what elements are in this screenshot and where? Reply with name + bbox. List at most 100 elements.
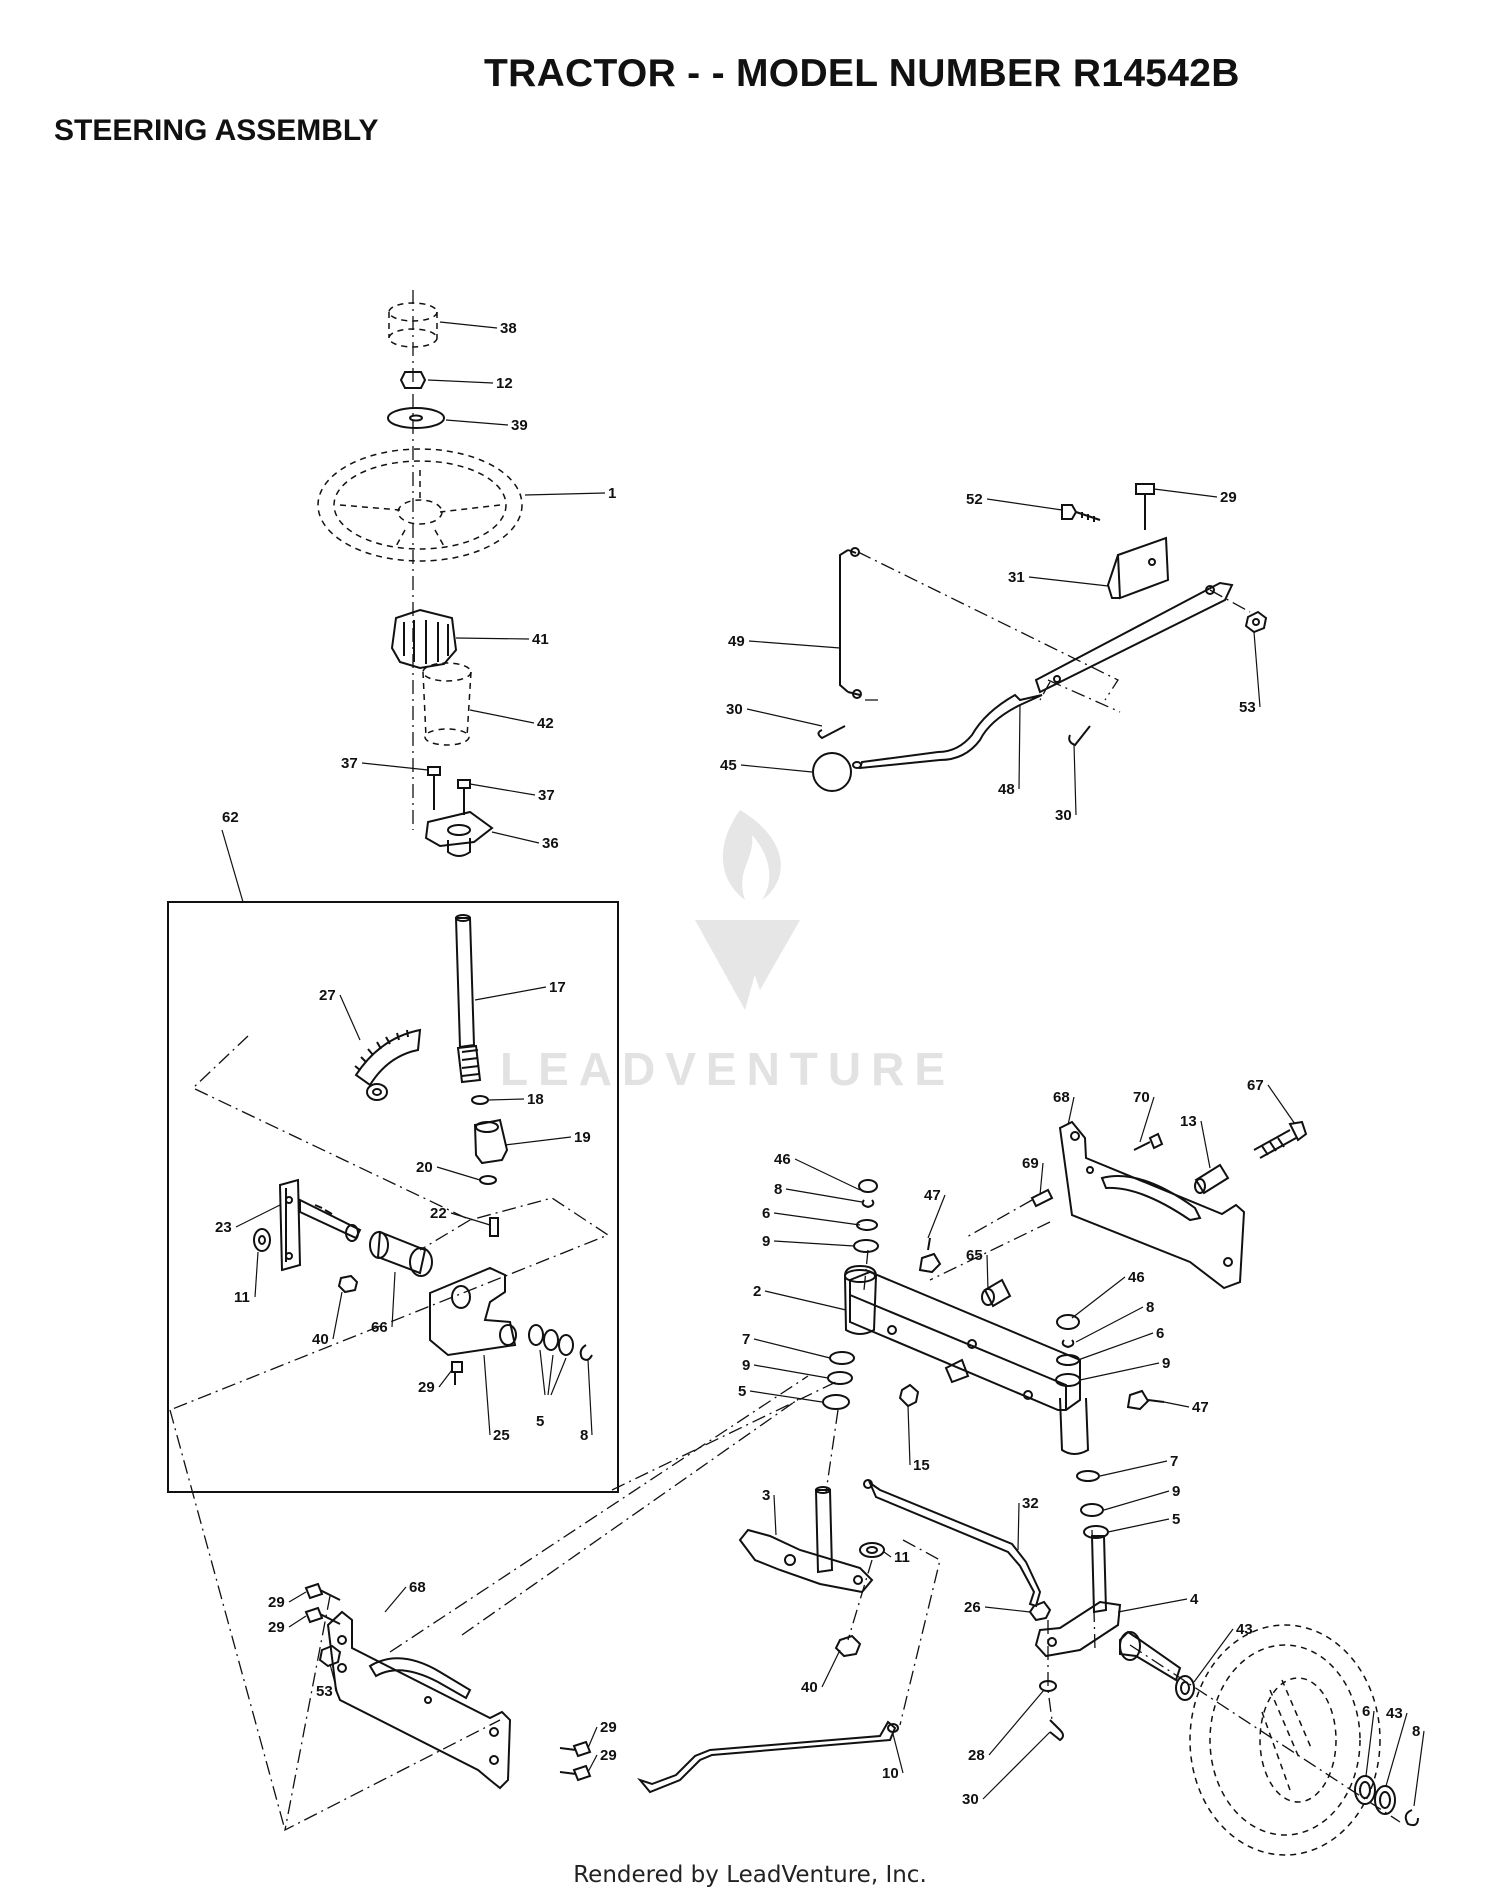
- part-callout-c6b: 6: [1156, 1325, 1164, 1342]
- part-callout-c62: 62: [222, 809, 239, 826]
- part-callout-c5c: 5: [1172, 1511, 1180, 1528]
- leader-line-c31: [1028, 576, 1109, 587]
- part-callout-c45: 45: [720, 757, 737, 774]
- part-callout-c6a: 6: [762, 1205, 770, 1222]
- part-callout-c5a: 5: [536, 1413, 544, 1430]
- leader-line-c20: [436, 1166, 481, 1181]
- leader-line-c29a: [438, 1369, 453, 1388]
- part-callout-c68a: 68: [1053, 1089, 1070, 1106]
- leader-line-c47b: [1163, 1401, 1190, 1408]
- leader-line-c53a: [1253, 631, 1261, 708]
- callout-layer: 3812391414237373662172718192022231140662…: [215, 320, 1425, 1808]
- part-callout-c17: 17: [549, 979, 566, 996]
- leader-line-c41: [455, 637, 530, 640]
- leader-line-c66: [391, 1271, 396, 1328]
- part-callout-c3: 3: [762, 1487, 770, 1504]
- leader-line-c18: [487, 1098, 525, 1101]
- leader-line-c3: [773, 1494, 777, 1536]
- part-callout-c37b: 37: [538, 787, 555, 804]
- part-callout-c68b: 68: [409, 1579, 426, 1596]
- part-callout-c39: 39: [511, 417, 528, 434]
- part-callout-c32: 32: [1022, 1495, 1039, 1512]
- part-callout-c48: 48: [998, 781, 1015, 798]
- leader-line-c22: [450, 1212, 491, 1226]
- leader-line-c4: [1117, 1598, 1188, 1613]
- leader-line-c7b: [1099, 1460, 1168, 1477]
- leader-line-c37a: [361, 762, 429, 771]
- leader-line-c2: [764, 1290, 847, 1311]
- leader-line-c38: [439, 321, 498, 329]
- part-callout-c67: 67: [1247, 1077, 1264, 1094]
- leader-line-c9d: [1103, 1490, 1170, 1511]
- part-callout-c12: 12: [496, 375, 513, 392]
- steering-wheel-group: [317, 290, 523, 857]
- part-callout-c5b: 5: [738, 1383, 746, 1400]
- part-callout-c20: 20: [416, 1159, 433, 1176]
- part-callout-c38: 38: [500, 320, 517, 337]
- part-callout-c25: 25: [493, 1427, 510, 1444]
- part-callout-c2: 2: [753, 1283, 761, 1300]
- leader-line-c43a: [1193, 1628, 1234, 1683]
- leader-line-c10: [892, 1733, 904, 1774]
- part-callout-c8c: 8: [1146, 1299, 1154, 1316]
- leader-line-c69: [1039, 1162, 1044, 1196]
- leadventure-watermark-logo: LEADVENTURE: [500, 810, 955, 1095]
- leader-line-c47a: [927, 1194, 946, 1239]
- part-callout-c29c: 29: [268, 1594, 285, 1611]
- part-callout-c30a: 30: [726, 701, 743, 718]
- leader-line-c17: [474, 986, 547, 1001]
- part-callout-c37a: 37: [341, 755, 358, 772]
- leader-line-c13: [1200, 1120, 1211, 1169]
- part-callout-c49: 49: [728, 633, 745, 650]
- leader-line-c25: [483, 1354, 491, 1436]
- part-callout-c18: 18: [527, 1091, 544, 1108]
- leader-line-c6a: [773, 1212, 861, 1226]
- part-callout-c1: 1: [608, 485, 616, 502]
- leader-line-c53b: [329, 1663, 338, 1692]
- leader-line-c29d: [288, 1615, 307, 1628]
- part-callout-c30c: 30: [962, 1791, 979, 1808]
- part-callout-c42: 42: [537, 715, 554, 732]
- right-frame-plate-group: [929, 1120, 1308, 1290]
- part-callout-c9c: 9: [742, 1357, 750, 1374]
- part-callout-c70: 70: [1133, 1089, 1150, 1106]
- leader-line-c30a: [746, 708, 823, 727]
- part-callout-c27: 27: [319, 987, 336, 1004]
- leader-line-c8c: [1075, 1306, 1144, 1343]
- leader-line-c70: [1139, 1096, 1155, 1143]
- leader-line-c29c: [288, 1591, 307, 1603]
- leader-line-c36: [491, 831, 540, 844]
- leader-line-c5c: [1107, 1518, 1170, 1533]
- leader-line-c67: [1267, 1084, 1296, 1125]
- part-callout-c26: 26: [964, 1599, 981, 1616]
- leader-line-c32: [1017, 1502, 1020, 1551]
- part-callout-c53b: 53: [316, 1683, 333, 1700]
- leader-line-c52: [986, 498, 1063, 511]
- part-callout-c47a: 47: [924, 1187, 941, 1204]
- leader-line-c5b: [749, 1390, 823, 1403]
- leader-line-c27: [339, 994, 361, 1041]
- part-callout-c29e: 29: [600, 1719, 617, 1736]
- footer-credit: Rendered by LeadVenture, Inc.: [573, 1862, 927, 1888]
- part-callout-c53a: 53: [1239, 699, 1256, 716]
- part-callout-c29f: 29: [600, 1747, 617, 1764]
- part-callout-c11a: 11: [234, 1289, 250, 1306]
- part-callout-c6c: 6: [1362, 1703, 1370, 1720]
- leader-line-c37b: [469, 783, 536, 796]
- part-callout-c23: 23: [215, 1219, 232, 1236]
- part-callout-c43a: 43: [1236, 1621, 1253, 1638]
- leader-line-c8b: [785, 1188, 863, 1203]
- part-callout-c9b: 9: [1162, 1355, 1170, 1372]
- leader-line-c11b: [883, 1551, 892, 1558]
- part-callout-c8b: 8: [774, 1181, 782, 1198]
- part-callout-c52: 52: [966, 491, 983, 508]
- part-callout-c7a: 7: [742, 1331, 750, 1348]
- part-callout-c69: 69: [1022, 1155, 1039, 1172]
- part-callout-c15: 15: [913, 1457, 930, 1474]
- left-frame-plate-group: [169, 1375, 841, 1832]
- watermark-text: LEADVENTURE: [500, 1043, 955, 1095]
- leader-line-c43b: [1385, 1712, 1408, 1787]
- part-callout-c36: 36: [542, 835, 559, 852]
